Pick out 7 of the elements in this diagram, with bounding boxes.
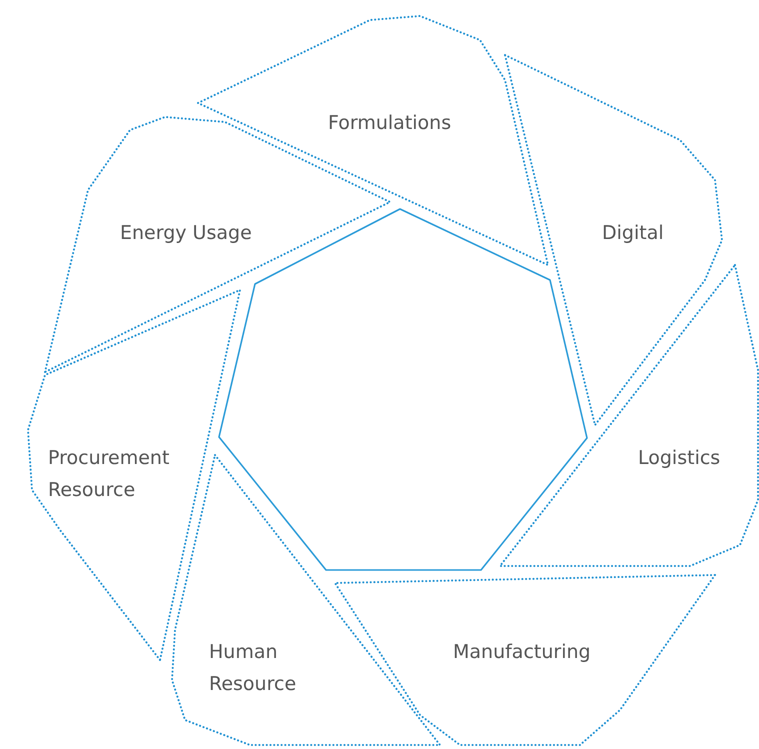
petal-label: Procurement Resource — [48, 446, 170, 503]
petal-label: Energy Usage — [120, 221, 253, 246]
petal-label: Digital — [602, 221, 665, 246]
petal-label: Formulations — [328, 111, 452, 136]
petal-label: Manufacturing — [453, 640, 592, 665]
petal-label: Human Resource — [209, 640, 298, 697]
petal-label: Logistics — [638, 446, 722, 471]
